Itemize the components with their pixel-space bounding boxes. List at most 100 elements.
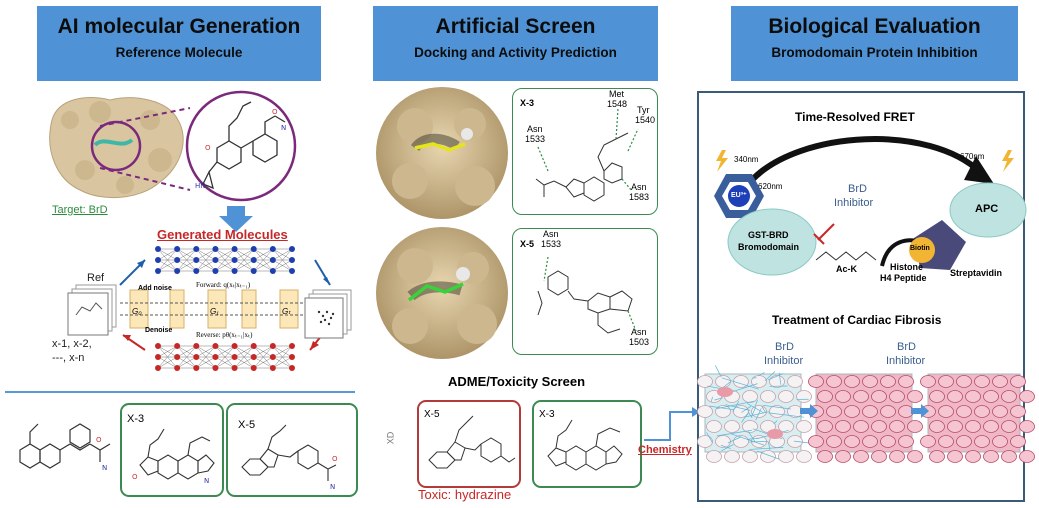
biotin-circle [909,237,935,263]
molecule-card-x5-label: X-5 [238,419,256,431]
apc-blob [949,182,1027,238]
fret-arc-arrow [749,136,994,184]
histone-label-2: H4 Peptide [880,273,927,283]
panel-title-right: Biological Evaluation [768,15,981,38]
cardiac-inhibitor-a-line2: Inhibitor [764,355,804,367]
res-asn4-num: 1503 [629,337,650,347]
res-met: Met [609,89,625,99]
cardiac-title: Treatment of Cardiac Fibrosis [772,313,942,327]
nm340-label: 340nm [734,155,759,164]
panel-header-right: Biological Evaluation Bromodomain Protei… [731,6,1018,81]
apc-label: APC [975,203,999,215]
res-asn2-num: 1583 [629,192,650,202]
x3-interaction-structure [535,108,639,202]
generated-molecules-title: Generated Molecules [157,227,288,242]
ref-molecule-stack [67,284,117,336]
x5-interaction-structure [537,256,637,334]
x3-structure: O N [132,428,215,485]
res-asn4: Asn [631,327,647,337]
svg-text:N: N [330,483,335,491]
cardiac-inhibitor-a-line1: BrD [775,341,794,353]
generated-cloud-stack [304,289,352,339]
ack-linker [815,251,877,261]
adme-x5-structure [428,415,516,469]
ref-label: Ref [87,272,105,284]
panel-title-left: AI molecular Generation [57,15,301,38]
fret-title: Time-Resolved FRET [795,110,915,124]
tissue-arrow-2 [911,404,929,418]
docking-image-x3 [376,87,508,219]
docking-image-x5 [376,227,508,359]
left-divider [5,391,355,393]
chemistry-arrow [644,407,700,441]
panel-header-middle: Artificial Screen Docking and Activity P… [373,6,658,81]
res-asn2: Asn [631,182,647,192]
output-label-line2: ---, x-n [52,352,85,364]
panel-subtitle-right: Bromodomain Protein Inhibition [771,45,978,60]
panel-subtitle-middle: Docking and Activity Prediction [414,45,617,60]
svg-text:N: N [281,124,286,132]
cardiac-inhibitor-b-line1: BrD [897,341,916,353]
res-tyr: Tyr [637,105,650,115]
interaction-card-x5: X-5 Asn 1533 Asn 1503 [512,228,658,355]
output-label-line1: x-1, x-2, [52,338,92,350]
molecule-card-x3-label: X-3 [127,413,145,425]
biotin-label: Biotin [910,245,930,252]
down-arrow-icon [219,206,253,232]
gst-label-2: Bromodomain [738,242,800,252]
svg-text:N: N [204,477,209,485]
nm670-label: 670nm [960,152,985,161]
svg-text:O: O [96,436,102,444]
svg-text:O: O [132,473,138,481]
reverse-label: Reverse: pθ(xₜ₋₁|xₜ) [196,331,253,339]
molecule-card-x5: X-5 O N [226,403,358,497]
res-asn3: Asn [543,229,559,239]
res-met-num: 1548 [607,99,628,109]
inhibition-arrow [813,223,835,245]
interaction-card-x3: X-3 Met 1548 Tyr 1540 Asn 1533 Asn 1583 [512,88,658,215]
add-noise-label: Add noise [138,285,172,292]
adme-card-x3: X-3 [532,400,642,488]
x5-card-label: X-5 [520,239,535,249]
adme-title: ADME/Toxicity Screen [448,374,586,389]
panel-title-middle: Artificial Screen [435,15,596,38]
adme-x3-structure [547,419,623,471]
tissue-panel-healthy [920,373,1035,463]
adme-x5-label: X-5 [424,409,440,420]
denoise-label: Denoise [145,327,173,334]
forward-label: Forward: q(xₜ|xₜ₋₁) [196,281,251,289]
lightning-icon-670 [1002,150,1014,172]
x3-card-label: X-3 [520,98,535,108]
gst-brd-blob [727,208,817,276]
x5-structure: O N [241,424,338,491]
svg-text:O: O [332,455,338,463]
adme-x3-label: X-3 [539,409,555,420]
molecule-card-x3: X-3 O N [120,403,224,497]
cardiac-inhibitor-b-line2: Inhibitor [886,355,926,367]
decoder-network [155,343,295,371]
gt-label: Gₜ [282,307,291,316]
svg-text:O: O [272,108,278,116]
toxic-label: Toxic: hydrazine [418,487,512,502]
tissue-arrow-1 [800,404,818,418]
svg-text:O: O [205,144,211,152]
res-tyr-num: 1540 [635,115,656,125]
protein-structure-image [49,97,184,199]
eu-label: EU³⁺ [731,192,747,199]
svg-text:N: N [102,464,107,472]
svg-text:HN: HN [195,182,206,190]
encoder-network [155,246,295,274]
lightning-icon-340 [716,150,728,172]
res-asn1-num: 1533 [525,134,546,144]
nm620-label: 620nm [758,182,783,191]
streptavidin-label: Streptavidin [950,268,1003,278]
panel-subtitle-left: Reference Molecule [115,45,243,60]
xd-label: XD [385,431,396,445]
tissue-panel-treated [808,373,923,463]
panel-header-left: AI molecular Generation Reference Molecu… [37,6,321,81]
fret-inhibitor-line2: Inhibitor [834,197,874,209]
res-asn1: Asn [527,124,543,134]
res-asn3-num: 1533 [541,239,562,249]
fret-inhibitor-line1: BrD [848,183,867,195]
g0-label: G₀ [132,307,142,316]
